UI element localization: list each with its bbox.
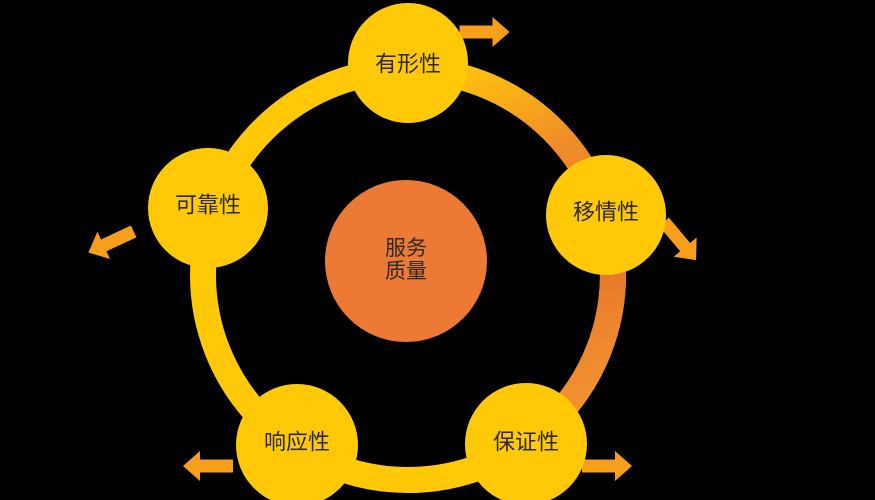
center-circle [325,180,487,342]
node-responsiveness: 响应性 [236,384,358,500]
node-reliability-circle [148,148,268,268]
center-label-line1: 服务 [385,236,427,260]
node-tangibility: 有形性 [348,3,468,123]
arrow-bottom-left-icon [183,451,233,481]
node-responsiveness-circle [236,384,358,500]
center-label-line2: 质量 [385,259,427,283]
node-assurance-circle [465,383,587,500]
center-node: 服务 质量 [325,180,487,342]
arrow-top-right-icon [459,17,510,47]
arrow-right-down-icon [658,217,697,261]
node-assurance-label: 保证性 [493,431,559,456]
node-tangibility-circle [348,3,468,123]
node-tangibility-label: 有形性 [375,53,441,78]
arrow-bottom-right-icon [582,451,632,481]
node-reliability-label: 可靠性 [175,194,241,219]
node-responsiveness-label: 响应性 [264,431,330,456]
node-empathy-circle [546,155,666,275]
node-reliability: 可靠性 [148,148,268,268]
node-assurance: 保证性 [465,383,587,500]
node-empathy-label: 移情性 [573,201,639,226]
node-empathy: 移情性 [546,155,666,275]
arrow-left-down-icon [88,225,137,259]
